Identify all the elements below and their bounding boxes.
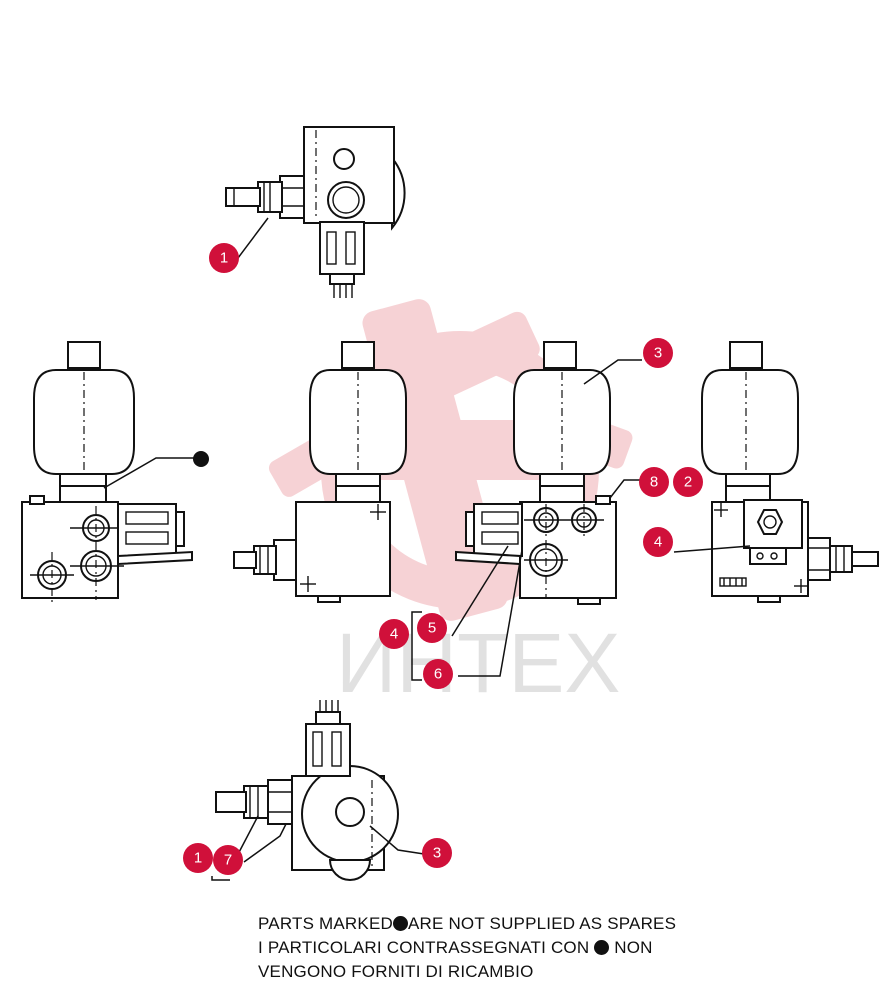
assembly-right (701, 341, 879, 603)
note-it-suffix: NON (614, 938, 653, 957)
callout-badge-3-bottom: 3 (422, 838, 452, 868)
note-en-suffix: ARE NOT SUPPLIED AS SPARES (407, 914, 677, 933)
bullet-dot-icon (594, 940, 610, 955)
callout-badge-8: 8 (639, 467, 669, 497)
callout-badge-3: 3 (643, 338, 673, 368)
bottom-view-assembly (215, 700, 399, 881)
callout-badge-6: 6 (423, 659, 453, 689)
svg-text:4: 4 (654, 534, 662, 551)
svg-text:6: 6 (434, 666, 442, 683)
spares-note: PARTS MARKED ARE NOT SUPPLIED AS SPARES I… (258, 912, 676, 984)
svg-text:8: 8 (650, 474, 658, 491)
top-view-assembly (225, 126, 406, 298)
note-line-italian-1: I PARTICOLARI CONTRASSEGNATI CON NON (258, 936, 676, 960)
svg-text:4: 4 (390, 626, 398, 643)
assembly-third (455, 341, 617, 605)
note-en-prefix: PARTS MARKED (258, 914, 393, 933)
svg-text:3: 3 (433, 845, 441, 862)
svg-text:2: 2 (684, 474, 692, 491)
callout-badge-5: 5 (417, 613, 447, 643)
callout-badge-2: 2 (673, 467, 703, 497)
assembly-second (233, 341, 407, 603)
assembly-left (21, 341, 193, 604)
svg-text:7: 7 (224, 852, 232, 869)
svg-text:1: 1 (220, 250, 228, 267)
note-it-prefix: I PARTICOLARI CONTRASSEGNATI CON (258, 938, 590, 957)
callout-badge-1-top: 1 (209, 243, 239, 273)
callout-badge-4-right: 4 (643, 527, 673, 557)
non-spare-marker-dot (193, 451, 209, 467)
callout-badge-4-left: 4 (379, 619, 409, 649)
watermark-text: ИНТЕХ (336, 616, 620, 710)
svg-text:5: 5 (428, 620, 436, 637)
note-line-italian-2: VENGONO FORNITI DI RICAMBIO (258, 962, 534, 981)
note-line-english: PARTS MARKED ARE NOT SUPPLIED AS SPARES (258, 912, 676, 936)
callout-badge-1-bottom: 1 (183, 843, 213, 873)
svg-text:1: 1 (194, 850, 202, 867)
bullet-dot-icon (392, 916, 408, 931)
callout-badge-7: 7 (213, 845, 243, 875)
svg-text:3: 3 (654, 345, 662, 362)
